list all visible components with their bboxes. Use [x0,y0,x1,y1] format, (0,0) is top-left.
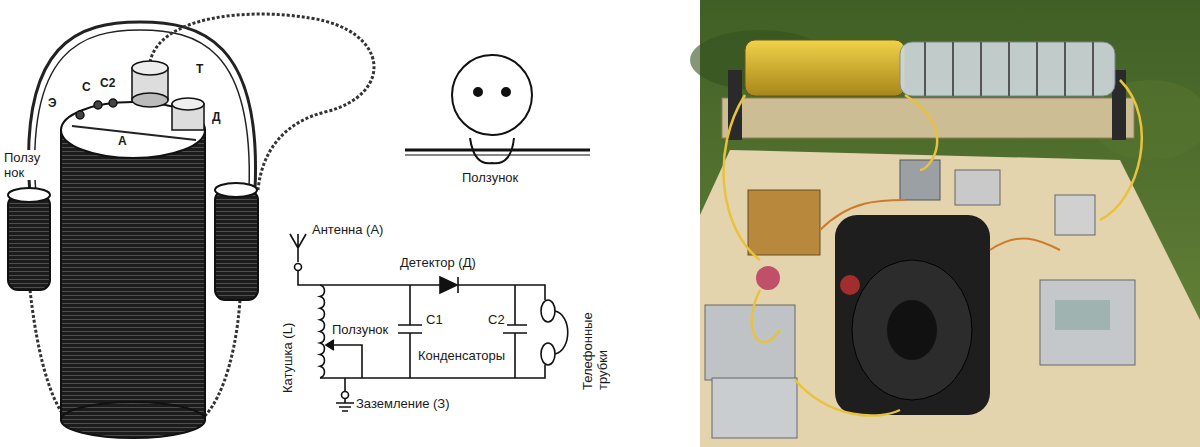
terminals-part [132,93,168,107]
photo-part [705,305,795,380]
earphones [8,183,258,300]
schematic-part [503,285,527,378]
component-label: Конденсаторы [416,348,507,363]
schematic-part [344,378,346,391]
coil-body-part [61,130,205,420]
component-label: Детектор (Д) [398,255,478,270]
earphones-part [215,183,257,197]
terminals-part [172,98,204,110]
schematic-part [326,340,334,350]
photo-part [1055,195,1095,235]
photo-part [724,80,1142,416]
slider-detail-part [502,88,510,96]
photo-part [820,200,1060,250]
photo-part [756,266,780,290]
photo-part [887,300,937,360]
coil-body [61,102,205,438]
photo [690,0,1200,447]
photo-part [900,160,940,200]
terminal-letter: Д [210,110,223,125]
component-label: Катушка (L) [280,321,295,395]
photo-part [722,98,1134,138]
slider-detail [405,55,590,163]
terminals-part [132,61,168,75]
photo-part [1040,280,1135,365]
schematic-part [320,285,545,300]
terminal-letter: Т [194,62,205,77]
slider-detail-part [474,88,482,96]
schematic-part [541,343,555,365]
slider-detail-part [452,55,532,135]
cord [30,14,374,425]
photo-part [700,0,1200,447]
slider-detail-part [405,155,590,156]
schematic-part [555,311,568,354]
terminal-letter: Э [46,96,59,111]
schematic [290,234,568,411]
photo-part [925,42,1093,96]
part-name: Ползунок [460,170,520,185]
schematic-part [320,285,324,378]
terminals-part [94,101,102,109]
earphones-part [215,190,258,300]
photo-part [955,170,1000,205]
terminal-letter: С [80,80,93,95]
slider-detail-part [470,138,514,163]
schematic-part [457,277,459,293]
terminals-part [109,99,117,107]
terminals-part [76,111,84,119]
schematic-part [290,234,306,262]
slider-detail-part [405,149,590,152]
photo-part [748,190,820,255]
component-label: Телефонные трубки [580,298,610,392]
photo-part [852,260,972,400]
schematic-part [342,392,349,399]
component-label: Антенна (А) [310,222,385,237]
part-name: Ползу нок [2,150,46,180]
component-label: С1 [424,312,445,327]
earphones-part [8,188,50,202]
photo-part [835,215,990,415]
coil-body-part [61,402,205,438]
component-label: Заземление (З) [354,396,452,411]
schematic-part [298,271,320,285]
schematic-part [398,285,422,378]
earphones-part [8,195,50,290]
schematic-part [541,300,555,322]
schematic-part [295,264,302,271]
schematic-part [440,277,457,293]
schematic-part [336,399,354,411]
photo-part [712,378,797,438]
terminal-letter: А [116,134,129,149]
photo-part [900,42,1115,96]
photo-part [840,275,860,295]
terminal-letter: С2 [98,76,117,91]
schematic-part [320,365,545,378]
photo-part [1055,300,1110,330]
component-label: Ползунок [330,322,390,337]
terminals [76,61,204,130]
photo-part [745,40,905,96]
component-label: С2 [486,312,507,327]
